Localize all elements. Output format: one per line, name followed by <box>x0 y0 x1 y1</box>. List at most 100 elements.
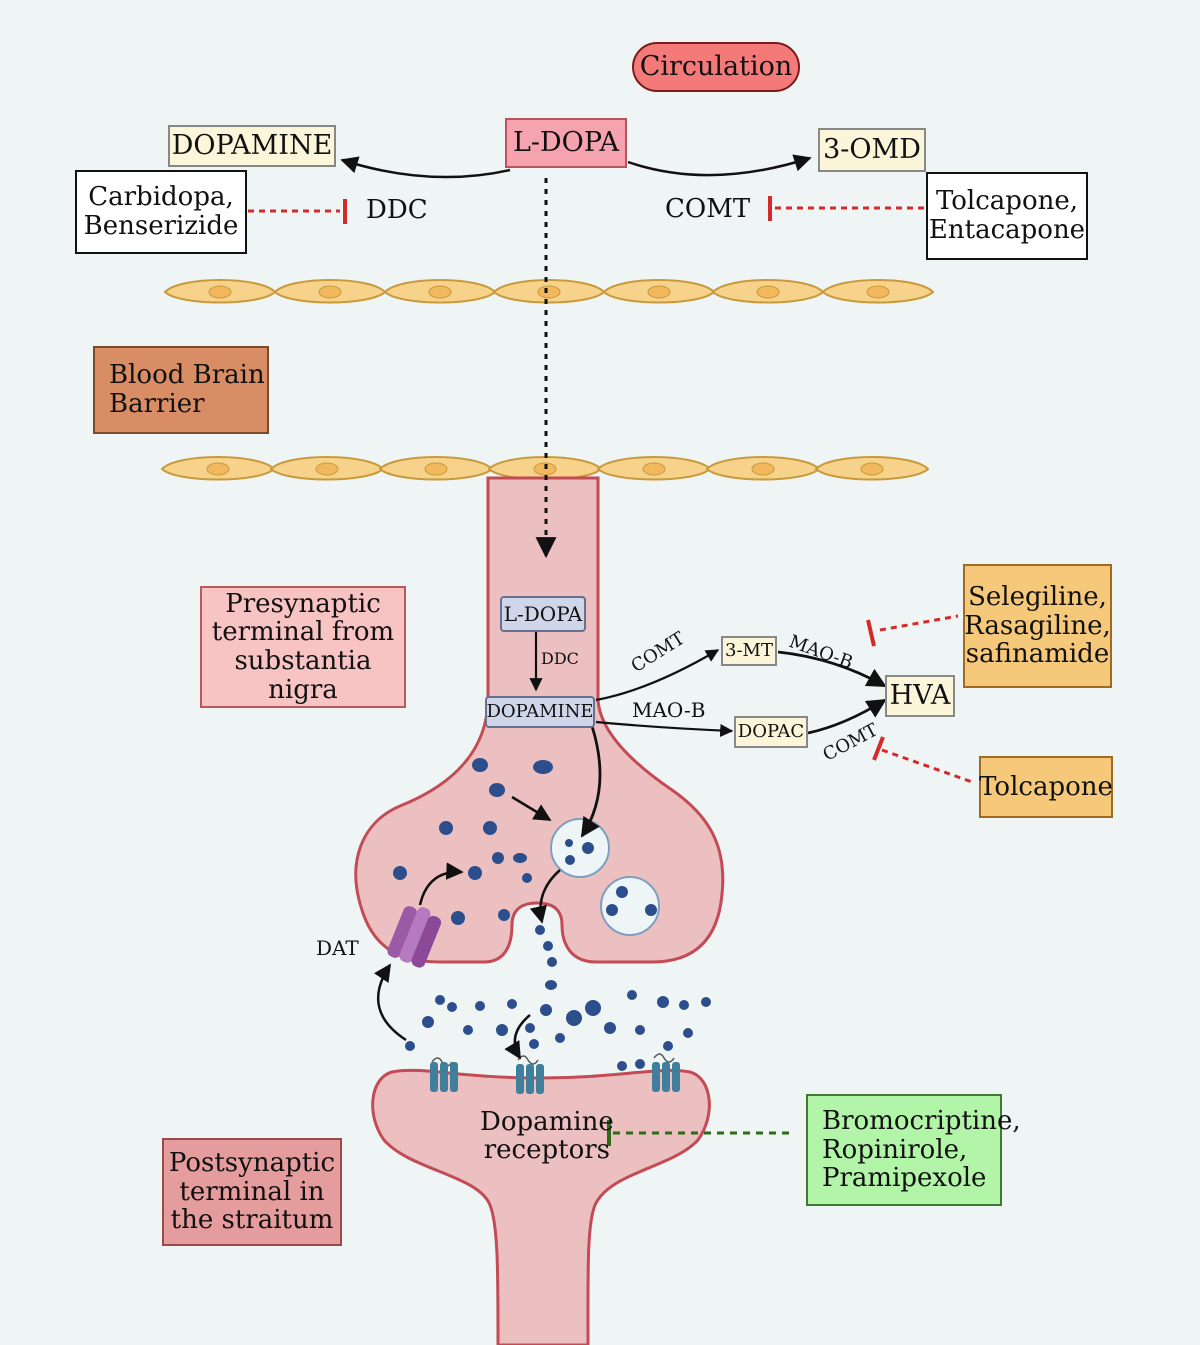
dopamine-molecule <box>472 758 488 772</box>
dopamine-molecule <box>489 783 505 797</box>
maob-inhibitor-label: Selegiline, Rasagiline, safinamide <box>964 582 1111 670</box>
endothelial-cells-top <box>163 279 935 304</box>
ldopa-label: L-DOPA <box>512 127 620 159</box>
dopamine-molecule <box>492 852 504 864</box>
agonist-box: Bromocriptine, Ropinirole, Pramipexole <box>806 1094 1021 1206</box>
endothelial-cell <box>821 279 935 304</box>
dopamine-molecule <box>496 1024 508 1036</box>
ddc-inhibitor-box: Carbidopa, Benserizide <box>75 170 247 254</box>
postsynaptic-label: Postsynaptic terminal in the straitum <box>168 1148 336 1236</box>
endothelial-cell <box>160 456 276 481</box>
dopamine-molecule <box>468 866 482 880</box>
dopamine-receptor-1 <box>430 1057 458 1092</box>
circulation-badge: Circulation <box>632 42 800 92</box>
postsynaptic-neuron <box>371 1068 711 1345</box>
inhibition-maob <box>879 614 959 632</box>
arrow-ldopa-to-dopamine <box>340 156 511 179</box>
dat-label: DAT <box>316 936 359 960</box>
dopamine-molecule <box>585 1000 601 1016</box>
dopamine-molecule <box>566 1010 582 1026</box>
comt-inhibitor-label: Tolcapone, Entacapone <box>928 186 1086 245</box>
dopamine-label: DOPAMINE <box>171 130 333 162</box>
arrow-dopamine-to-receptor <box>504 1014 531 1060</box>
receptors-label: Dopamine receptors <box>480 1107 614 1166</box>
dopamine-molecule <box>679 1000 689 1010</box>
dopamine-molecule <box>422 1016 434 1028</box>
comt-enzyme-label: COMT <box>665 194 751 224</box>
3omd-label: 3-OMD <box>823 134 921 166</box>
dopamine-molecule <box>606 904 618 916</box>
3mt-box: 3-MT <box>721 636 777 666</box>
ddc-inhibitor-label: Carbidopa, Benserizide <box>83 182 239 241</box>
dopamine-molecule <box>435 995 445 1005</box>
endothelial-cell <box>163 279 277 304</box>
endothelial-cell <box>705 456 821 481</box>
dopamine-molecule <box>405 1041 415 1051</box>
dopamine-molecules <box>393 758 711 1071</box>
maob-mid-label: MAO-B <box>632 698 706 722</box>
arrow-dopac-to-hva <box>807 698 887 735</box>
ddc-enzyme-label: DDC <box>366 195 428 225</box>
arrow-dopamine-to-3mt <box>595 649 720 702</box>
dopamine-molecule <box>439 821 453 835</box>
dopamine-molecule <box>525 1023 535 1033</box>
3omd-box: 3-OMD <box>818 128 926 172</box>
dopamine-molecule <box>540 1004 552 1016</box>
endothelial-cell <box>378 456 494 481</box>
dopamine-molecule <box>627 990 637 1000</box>
dopamine-molecule <box>447 1002 457 1012</box>
endothelial-cell <box>814 456 930 481</box>
dopamine-molecule <box>582 842 594 854</box>
dopamine-molecule <box>683 1028 693 1038</box>
dopamine-molecule <box>657 996 669 1008</box>
dopamine-molecule <box>463 1025 473 1035</box>
dopamine-receptor-3 <box>652 1053 680 1092</box>
endothelial-cell <box>711 279 825 304</box>
arrow-3mt-to-hva <box>777 650 887 688</box>
dopamine-molecule <box>498 909 510 921</box>
endothelial-cell <box>492 279 606 304</box>
postsynaptic-box: Postsynaptic terminal in the straitum <box>162 1138 342 1246</box>
dopamine-molecule <box>547 957 557 967</box>
circulation-label: Circulation <box>639 51 793 83</box>
dopamine-molecule <box>645 904 657 916</box>
dopamine-box: DOPAMINE <box>168 125 336 167</box>
neuron-dopamine-box: DOPAMINE <box>485 696 595 728</box>
neuron-ddc-label: DDC <box>541 649 579 668</box>
endothelial-cell <box>602 279 716 304</box>
inhibition-maob-bar <box>866 619 876 647</box>
dopamine-molecule <box>475 1001 485 1011</box>
dopac-label: DOPAC <box>737 721 805 743</box>
dopamine-molecule <box>483 821 497 835</box>
endothelial-cell <box>273 279 387 304</box>
dopamine-receptor-2 <box>516 1055 544 1094</box>
arrow-dopamine-to-dopac <box>595 720 734 738</box>
arrow-dopamine-to-vesicle <box>580 725 602 838</box>
presynaptic-box: Presynaptic terminal from substantia nig… <box>200 586 406 708</box>
dopac-box: DOPAC <box>734 716 808 748</box>
3mt-label: 3-MT <box>725 640 773 662</box>
maob-inhibitor-box: Selegiline, Rasagiline, safinamide <box>963 564 1112 688</box>
comt-inhibitor-neuron-label: Tolcapone <box>979 771 1113 802</box>
arrow-dat-to-cytosol <box>418 862 464 906</box>
bbb-box: Blood Brain Barrier <box>93 346 269 434</box>
endothelial-cell <box>383 279 497 304</box>
comt-inhibitor-box: Tolcapone, Entacapone <box>926 172 1088 260</box>
dopamine-molecule <box>545 980 557 990</box>
arrow-reuptake-to-dat <box>373 963 407 1042</box>
dopamine-molecule <box>533 760 553 774</box>
dopamine-molecule <box>529 1039 539 1049</box>
bbb-label: Blood Brain Barrier <box>109 360 265 419</box>
comt-inhibitor-neuron-box: Tolcapone <box>979 756 1113 818</box>
dopamine-molecule <box>451 911 465 925</box>
presynaptic-label: Presynaptic terminal from substantia nig… <box>211 588 395 705</box>
dopamine-molecule <box>522 873 532 883</box>
arrow-vesicle-release <box>529 869 561 924</box>
neuron-ldopa-label: L-DOPA <box>503 602 583 626</box>
dopamine-molecule <box>535 925 545 935</box>
dopamine-molecule <box>635 1025 645 1035</box>
endothelial-cell <box>269 456 385 481</box>
dopamine-molecule <box>604 1022 616 1034</box>
dopamine-molecule <box>635 1059 645 1069</box>
